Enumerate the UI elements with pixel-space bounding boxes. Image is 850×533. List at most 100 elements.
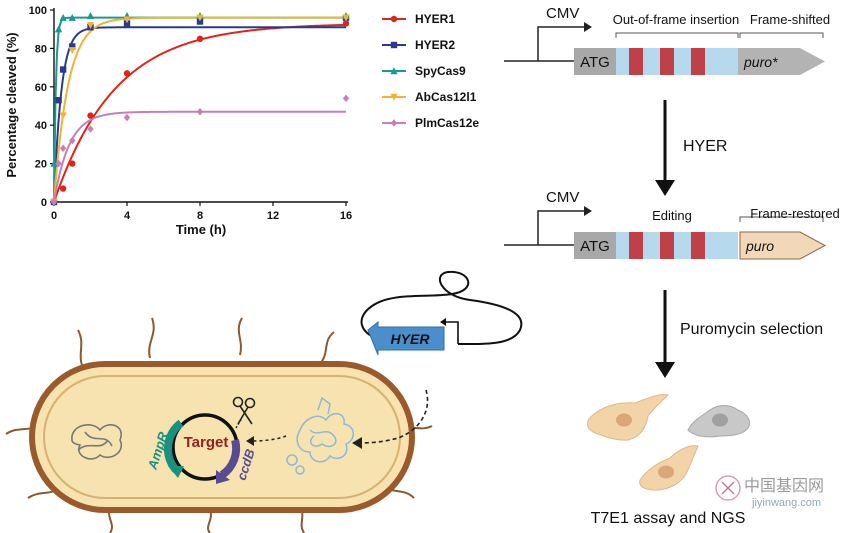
hyer-plasmid: HYER xyxy=(360,270,523,356)
data-point-PlmCas12e xyxy=(342,94,350,103)
hyer-gene-arrow xyxy=(367,320,445,356)
legend-label: SpyCas9 xyxy=(415,64,466,78)
data-point-HYER1 xyxy=(342,20,350,27)
shifted-label: Frame-shifted xyxy=(750,12,830,27)
x-axis-label: Time (h) xyxy=(176,222,226,237)
legend-marker xyxy=(390,67,398,75)
legend-marker xyxy=(390,15,398,23)
edited-bar xyxy=(660,232,674,259)
step2-label: Puromycin selection xyxy=(680,321,823,338)
watermark-logo-icon xyxy=(715,475,741,501)
y-tick-label: 40 xyxy=(35,120,47,132)
data-point-PlmCas12e xyxy=(50,198,58,206)
atg-label: ATG xyxy=(580,238,610,255)
bacterium: Target AmpR ccdB xyxy=(5,317,433,533)
data-point-SpyCas9 xyxy=(68,13,76,21)
fit-curve-HYER2 xyxy=(53,26,346,203)
data-point-HYER1 xyxy=(196,35,204,42)
promoter-arrow-icon xyxy=(537,26,584,61)
puro-shifted-label: puro* xyxy=(743,54,778,70)
data-point-AbCas12l1 xyxy=(196,14,204,22)
promoter-arrow-head-icon xyxy=(584,22,592,32)
genomic-dna-icon xyxy=(71,424,123,460)
ampr-arrowhead-icon xyxy=(168,466,184,478)
data-point-AbCas12l1 xyxy=(68,47,76,55)
construct-frame-restored: CMV ATG puro Editing Frame-restored xyxy=(504,189,840,260)
scissors-icon xyxy=(232,396,256,425)
cells xyxy=(586,394,751,491)
restored-label: Frame-restored xyxy=(750,206,840,221)
inner-dashed-arrow xyxy=(251,435,287,442)
legend-label: HYER1 xyxy=(415,12,455,26)
legend-marker xyxy=(390,119,398,127)
x-tick-label: 8 xyxy=(197,210,203,222)
construct-frame-shifted: CMV ATG puro* Out-of-frame insertion Fra… xyxy=(504,5,830,75)
data-point-HYER1 xyxy=(87,112,94,119)
watermark-cn: 中国基因网 xyxy=(744,476,824,495)
atg-box xyxy=(574,232,616,259)
legend-marker xyxy=(390,93,398,101)
plasmid-loop xyxy=(360,270,523,346)
data-point-HYER2 xyxy=(55,97,62,104)
y-tick-label: 100 xyxy=(29,5,47,17)
promoter-arrow-head-icon xyxy=(584,206,592,216)
legend-marker xyxy=(390,41,398,49)
cell-nucleus-icon xyxy=(616,413,632,427)
puro-restored-arrow xyxy=(739,231,827,260)
restored-bracket xyxy=(739,216,824,222)
hyer-gene-label: HYER xyxy=(391,331,431,347)
data-point-HYER1 xyxy=(69,160,76,167)
x-tick-label: 12 xyxy=(267,210,279,222)
data-point-HYER1 xyxy=(123,70,131,77)
watermark: 中国基因网 jiyinwang.com xyxy=(715,475,824,509)
step-arrow-hyer-head-icon xyxy=(655,180,675,196)
watermark-dna-icon xyxy=(721,481,735,495)
ampr-gene-arrow xyxy=(163,419,184,473)
data-point-SpyCas9 xyxy=(54,25,63,33)
data-point-SpyCas9 xyxy=(59,13,67,21)
edited-bar xyxy=(691,232,705,259)
puro-shifted-arrow xyxy=(738,48,825,75)
data-point-HYER1 xyxy=(59,185,67,192)
insertion-bracket xyxy=(615,32,739,38)
data-point-SpyCas9 xyxy=(50,159,58,167)
hyer-protein-icon xyxy=(286,396,354,475)
edited-bar xyxy=(629,232,643,259)
fit-curve-PlmCas12e xyxy=(53,110,346,203)
x-tick-label: 0 xyxy=(51,210,57,222)
atg-label: ATG xyxy=(580,54,610,71)
legend-label: PlmCas12e xyxy=(415,116,479,130)
y-axis-label: Percentage cleaved (%) xyxy=(4,32,19,177)
hyer-promoter-head-icon xyxy=(440,318,446,326)
puro-restored-label: puro xyxy=(745,238,774,254)
cut-site-dash xyxy=(235,417,243,429)
data-point-PlmCas12e xyxy=(87,125,94,133)
delivery-arrowhead-icon xyxy=(352,437,362,449)
cell-nucleus-icon xyxy=(712,413,728,427)
data-point-HYER2 xyxy=(69,43,76,50)
data-point-HYER2 xyxy=(59,66,67,73)
editing-label: Editing xyxy=(652,208,692,223)
data-point-AbCas12l1 xyxy=(86,22,95,30)
data-point-PlmCas12e xyxy=(59,144,67,152)
ccdb-arrowhead-icon xyxy=(216,470,230,484)
data-point-AbCas12l1 xyxy=(342,14,350,22)
insertion-bar xyxy=(660,48,674,75)
delivery-arrow xyxy=(357,389,429,444)
cmv-label: CMV xyxy=(546,189,579,206)
data-point-PlmCas12e xyxy=(55,159,62,168)
cmv-label: CMV xyxy=(546,5,579,22)
y-tick-label: 60 xyxy=(35,82,47,94)
data-point-PlmCas12e xyxy=(123,113,131,122)
data-point-AbCas12l1 xyxy=(123,16,131,24)
y-tick-label: 0 xyxy=(41,197,47,209)
assay-label: T7E1 assay and NGS xyxy=(591,510,746,527)
data-point-PlmCas12e xyxy=(69,136,76,145)
watermark-url: jiyinwang.com xyxy=(751,497,821,509)
legend-label: AbCas12l1 xyxy=(415,90,477,104)
insertion-bar xyxy=(629,48,643,75)
legend-label: HYER2 xyxy=(415,38,455,52)
